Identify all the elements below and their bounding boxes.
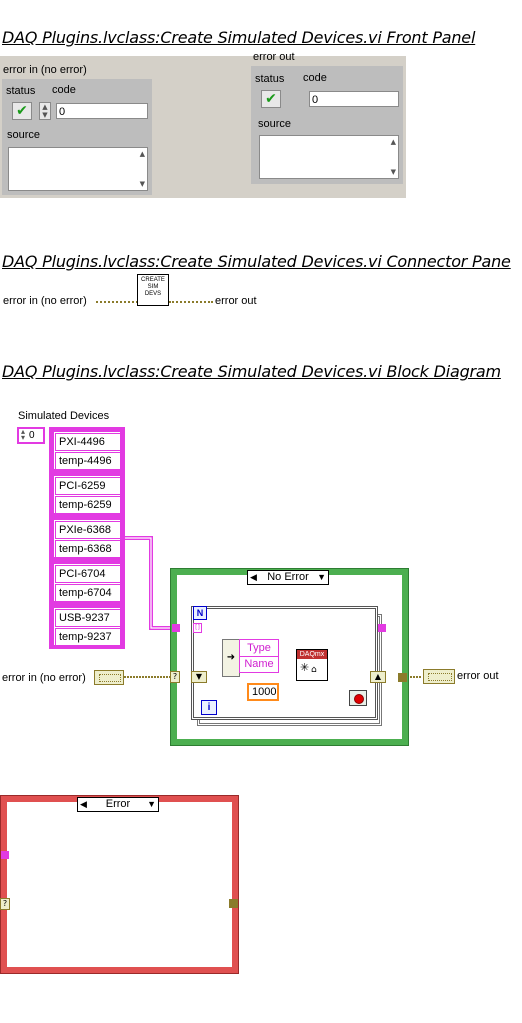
scroll-up-icon[interactable]: ▲	[139, 150, 145, 158]
error-in-cluster: status code ✔ ▲▼ 0 source ▲ ▼	[2, 79, 152, 195]
loop-count-terminal: N	[193, 606, 207, 620]
device-type[interactable]: USB-9237	[55, 609, 121, 627]
case-structure-error	[0, 795, 239, 974]
dropdown-arrow-icon[interactable]: ▼	[317, 572, 326, 582]
device-name[interactable]: temp-4496	[55, 452, 121, 470]
stop-terminal	[349, 690, 367, 706]
decrement-arrow-icon[interactable]: ◀	[80, 799, 87, 809]
auto-index-tunnel: []	[193, 623, 202, 633]
shift-register-left: ▼	[191, 671, 207, 683]
connector-pane-title: DAQ Plugins.lvclass:Create Simulated Dev…	[2, 252, 511, 271]
cluster-output-tunnel	[378, 624, 386, 632]
case-selector-error[interactable]: ◀ Error ▼	[77, 797, 159, 812]
index-stepper-icon[interactable]: ▴▾	[21, 427, 26, 442]
timeout-constant[interactable]: 1000	[247, 683, 279, 701]
loop-iteration-terminal: i	[201, 700, 217, 715]
error-cluster-icon	[428, 673, 452, 681]
scroll-down-icon[interactable]: ▼	[139, 180, 145, 188]
daqmx-create-device-node: DAQmx ✳ ⌂	[296, 649, 328, 681]
dropdown-arrow-icon[interactable]: ▼	[147, 799, 156, 809]
unbundle-name-field: Name	[244, 658, 274, 670]
connector-right-label: error out	[215, 295, 257, 307]
connector-right-wire	[169, 301, 213, 303]
device-name[interactable]: temp-6704	[55, 584, 121, 602]
error-in-terminal[interactable]	[94, 670, 124, 685]
error-output-tunnel	[398, 673, 407, 682]
error-out-source-field: ▲ ▼	[259, 135, 399, 179]
error-in-label: error in (no error)	[3, 64, 87, 76]
green-checkmark-icon: ✔	[16, 103, 28, 119]
unbundle-type-field: Type	[240, 640, 278, 657]
shift-register-right: ▲	[370, 671, 386, 683]
device-type[interactable]: PXIe-6368	[55, 521, 121, 539]
sparkle-icon: ✳	[300, 661, 310, 674]
array-label: Simulated Devices	[18, 410, 110, 422]
device-type[interactable]: PXI-4496	[55, 433, 121, 451]
error-out-cluster: status code ✔ 0 source ▲ ▼	[251, 66, 403, 184]
device-name[interactable]: temp-6259	[55, 496, 121, 514]
front-panel-title: DAQ Plugins.lvclass:Create Simulated Dev…	[2, 28, 476, 47]
unbundle-by-name: Type Name	[239, 639, 279, 673]
device-icon: ⌂	[311, 665, 317, 675]
error-in-code-label: code	[52, 84, 76, 96]
error-out-terminal[interactable]	[423, 669, 455, 684]
scroll-up-icon[interactable]: ▲	[390, 138, 396, 146]
scroll-down-icon[interactable]: ▼	[390, 168, 396, 176]
device-name[interactable]: temp-9237	[55, 628, 121, 646]
error-in-status-checkbox[interactable]: ✔	[12, 102, 32, 120]
array-index-control[interactable]: ▴▾ 0	[17, 427, 45, 444]
error-in-source-label: source	[7, 129, 41, 141]
device-name[interactable]: temp-6368	[55, 540, 121, 558]
error-output-tunnel	[229, 899, 238, 908]
vi-icon: CREATE SIM DEVS	[137, 274, 169, 306]
error-in-status-label: status	[6, 85, 36, 97]
cluster-input-tunnel	[1, 851, 9, 859]
green-checkmark-icon: ✔	[265, 91, 277, 107]
error-out-terminal-label: error out	[457, 670, 499, 682]
error-out-source-label: source	[258, 118, 292, 130]
error-in-source-field[interactable]: ▲ ▼	[8, 147, 148, 191]
decrement-arrow-icon[interactable]: ◀	[250, 572, 257, 582]
case-selector-terminal: ?	[170, 671, 180, 683]
stop-icon	[354, 694, 364, 704]
device-type[interactable]: PCI-6259	[55, 477, 121, 495]
block-diagram-title: DAQ Plugins.lvclass:Create Simulated Dev…	[2, 362, 501, 381]
case-selector-label: No Error	[267, 571, 309, 583]
array-index-value: 0	[29, 430, 35, 441]
error-in-code-field[interactable]: 0	[56, 103, 148, 119]
error-out-status-label: status	[255, 73, 285, 85]
daqmx-label: DAQmx	[297, 650, 327, 659]
case-selector-terminal: ?	[0, 898, 10, 910]
error-out-code-label: code	[303, 72, 327, 84]
error-out-code-field: 0	[309, 91, 399, 107]
case-selector-label: Error	[105, 798, 131, 810]
error-out-status-indicator: ✔	[261, 90, 281, 108]
vi-icon-text: CREATE SIM DEVS	[141, 277, 165, 297]
error-in-terminal-label: error in (no error)	[2, 672, 86, 684]
connector-left-wire	[96, 301, 138, 303]
unbundle-node-arrow-icon: ➜	[222, 639, 240, 677]
cluster-input-tunnel	[172, 624, 180, 632]
connector-left-label: error in (no error)	[3, 295, 87, 307]
error-cluster-icon	[99, 674, 121, 682]
error-out-label: error out	[253, 51, 295, 63]
device-type[interactable]: PCI-6704	[55, 565, 121, 583]
case-selector-no-error[interactable]: ◀ No Error ▼	[247, 570, 329, 585]
error-in-code-stepper[interactable]: ▲▼	[39, 102, 51, 120]
